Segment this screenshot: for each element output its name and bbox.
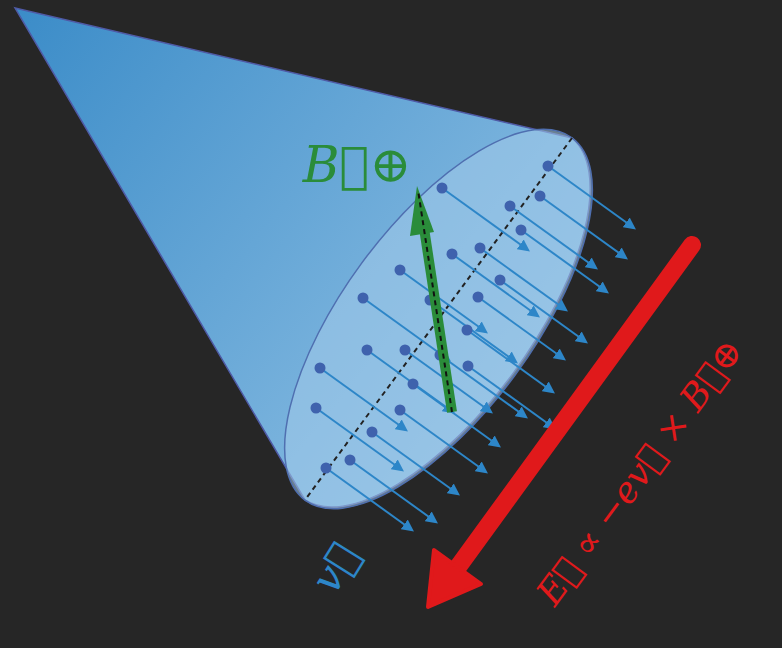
charge-dot	[315, 363, 326, 374]
charge-dot	[395, 405, 406, 416]
charge-dot	[475, 243, 486, 254]
charge-dot	[516, 225, 527, 236]
velocity-arrow	[480, 248, 566, 310]
charge-dot	[408, 379, 419, 390]
major-axis	[305, 138, 572, 500]
electric-field-label: E⃗ ∝ −ev⃗ × B⃗⊕	[531, 333, 750, 612]
velocity-arrow	[540, 196, 626, 258]
velocity-arrow	[500, 280, 586, 342]
velocity-arrow	[413, 384, 499, 446]
charge-dot	[505, 201, 516, 212]
velocity-arrow	[510, 206, 596, 268]
velocity-arrows	[311, 161, 635, 531]
charge-dot	[473, 292, 484, 303]
velocity-label: v⃗	[304, 536, 366, 600]
velocity-arrow	[521, 230, 607, 292]
field-arrow	[410, 186, 452, 412]
velocity-arrow	[452, 254, 538, 316]
charge-dot	[400, 345, 411, 356]
charge-dot	[495, 275, 506, 286]
charge-dot	[311, 403, 322, 414]
charge-dot	[535, 191, 546, 202]
charge-dot	[447, 249, 458, 260]
charge-dot	[345, 455, 356, 466]
velocity-arrow	[326, 468, 412, 530]
velocity-arrow	[442, 188, 528, 250]
velocity-arrow	[350, 460, 436, 522]
field-label: B⃗⊕	[303, 140, 412, 190]
charge-dot	[367, 427, 378, 438]
charge-dot	[362, 345, 373, 356]
velocity-arrow	[548, 166, 634, 228]
charge-dot	[321, 463, 332, 474]
charge-dot	[543, 161, 554, 172]
charge-dot	[462, 325, 473, 336]
charge-dot	[395, 265, 406, 276]
charge-dot	[358, 293, 369, 304]
charge-dot	[437, 183, 448, 194]
velocity-arrow	[478, 297, 564, 359]
velocity-arrow	[316, 408, 402, 470]
velocity-arrow	[468, 366, 554, 428]
cone-base	[229, 82, 649, 557]
charge-dot	[463, 361, 474, 372]
